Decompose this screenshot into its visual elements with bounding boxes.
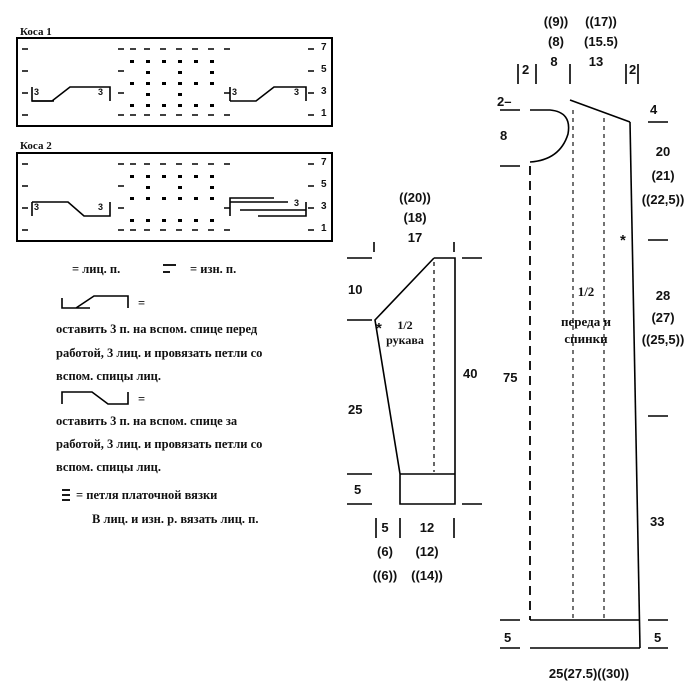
body-top-left-size-3: 8: [550, 54, 558, 69]
body-mid-3: ((25,5)): [641, 332, 685, 347]
sleeve-top-size-1: ((20)): [399, 190, 431, 205]
cable-chart-1: 3 3 3 3 7 5 3 1: [16, 37, 333, 127]
sleeve-dim-5: 5: [354, 482, 362, 497]
cable-1c-label: 3: [232, 87, 238, 97]
chart2-title: Коса 2: [20, 140, 52, 152]
cable-left-symbol-icon: [61, 295, 129, 309]
cable-2a-label: 3: [34, 202, 40, 212]
body-mid-1: 28: [655, 288, 671, 303]
chart2-row-5: 5: [321, 179, 327, 190]
sleeve-bottom-left-1: 5: [381, 520, 389, 535]
cable-chart-2-grid: [22, 163, 314, 231]
chart2-row-1: 1: [321, 223, 327, 234]
sleeve-bottom-right-3: ((14)): [411, 568, 443, 583]
sleeve-bottom-right-1: 12: [419, 520, 435, 535]
sleeve-shape: [374, 257, 456, 505]
legend-cable-left-line-2: работой, 3 лиц. и провязать петли со: [56, 346, 263, 360]
legend-note: В лиц. и изн. р. вязать лиц. п.: [92, 512, 259, 526]
legend-cable-left-line-1: оставить 3 п. на вспом. спице перед: [56, 322, 258, 336]
chart2-row-7: 7: [321, 157, 327, 168]
cable-2b-label: 3: [98, 202, 104, 212]
sleeve-top-size-2: (18): [403, 210, 427, 225]
body-label-line-1: 1/2: [577, 284, 595, 299]
legend-cable-right-line-3: вспом. спицы лиц.: [56, 460, 162, 474]
body-width: 25(27.5)((30)): [548, 666, 630, 681]
body-armhole-3: ((22,5)): [641, 192, 685, 207]
body-neck-depth: 8: [500, 128, 508, 143]
sleeve-bottom-left-3: ((6)): [372, 568, 398, 583]
sleeve-label-line-1: 1/2: [397, 318, 413, 332]
sleeve-bottom-left-2: (6): [377, 544, 393, 559]
body-shoulder-right: 2: [629, 62, 637, 77]
body-top-left-size-1: ((9)): [543, 14, 569, 29]
legend-cable-left-eq: =: [138, 296, 146, 310]
sleeve-dim-10: 10: [348, 282, 363, 297]
body-hem-left: 5: [504, 630, 512, 645]
cable-1a-label: 3: [34, 87, 40, 97]
cable-2c-label: 3: [294, 198, 300, 208]
body-right-top: 4: [650, 102, 658, 117]
body-lower: 33: [650, 514, 665, 529]
chart1-row-7: 7: [321, 42, 327, 53]
sleeve-dim-40: 40: [463, 366, 478, 381]
legend-cable-right-line-2: работой, 3 лиц. и провязать петли со: [56, 437, 263, 451]
body-top-left-size-2: (8): [548, 34, 564, 49]
chart1-title: Коса 1: [20, 26, 52, 38]
legend-purl: = изн. п.: [190, 262, 237, 276]
body-top-right-size-2: (15.5): [584, 34, 618, 49]
chart2-row-3: 3: [321, 201, 327, 212]
sleeve-star-icon: *: [376, 320, 382, 337]
body-armhole-1: 20: [655, 144, 671, 159]
legend-knit: = лиц. п.: [72, 262, 121, 276]
sleeve-dim-25: 25: [348, 402, 363, 417]
sleeve-bottom-right-2: (12): [415, 544, 439, 559]
cable-1b-label: 3: [98, 87, 104, 97]
body-label-line-3: спинки: [564, 330, 608, 346]
body-top-right-size-1: ((17)): [585, 14, 617, 29]
body-mid-2: (27): [651, 310, 675, 325]
body-shoulder-left: 2: [522, 62, 530, 77]
body-neck-drop: 2–: [497, 94, 512, 109]
body-neckline: [529, 109, 570, 163]
sleeve-top-size-3: 17: [407, 230, 423, 245]
legend-cable-left-line-3: вспом. спицы лиц.: [56, 369, 162, 383]
body-hem-right: 5: [654, 630, 662, 645]
legend-garter: = петля платочной вязки: [76, 488, 218, 502]
chart1-row-3: 3: [321, 86, 327, 97]
cable-chart-2: 3 3 3 7 5 3 1: [16, 152, 333, 242]
body-armhole-2: (21): [651, 168, 675, 183]
body-total-length: 75: [503, 370, 518, 385]
body-label-line-2: переда и: [561, 314, 611, 330]
chart1-row-1: 1: [321, 108, 327, 119]
body-star-icon: *: [620, 232, 626, 249]
chart1-row-5: 5: [321, 64, 327, 75]
sleeve-label: 1/2 рукава: [380, 318, 430, 348]
sleeve-label-line-2: рукава: [386, 333, 424, 347]
legend-cable-right-line-1: оставить 3 п. на вспом. спице за: [56, 414, 238, 428]
cable-1d-label: 3: [294, 87, 300, 97]
cable-chart-1-grid: [22, 48, 314, 116]
cable-right-symbol-icon: [61, 391, 129, 405]
body-label: 1/2 переда и спинки: [554, 284, 618, 347]
legend-cable-right-eq: =: [138, 392, 146, 406]
body-top-right-size-3: 13: [588, 54, 604, 69]
